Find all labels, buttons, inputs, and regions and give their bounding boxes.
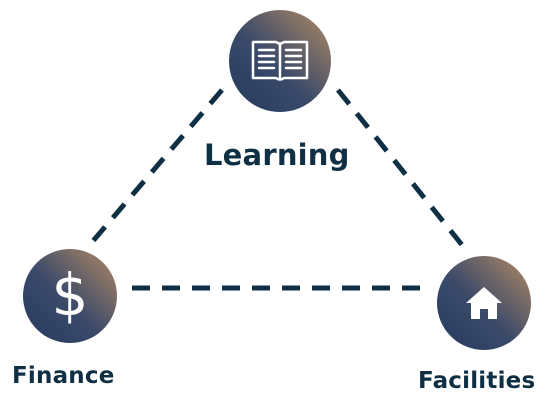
finance-node: $ xyxy=(23,249,117,343)
learning-label: Learning xyxy=(204,138,350,172)
finance-label: Finance xyxy=(12,363,115,389)
house-icon xyxy=(466,287,502,319)
book-icon xyxy=(251,40,309,81)
facilities-node xyxy=(437,256,531,350)
edge-learning-finance xyxy=(91,88,224,243)
edge-learning-facilities xyxy=(336,88,464,247)
learning-node xyxy=(229,10,331,112)
facilities-label: Facilities xyxy=(418,368,536,394)
dollar-sign-icon: $ xyxy=(51,261,89,329)
